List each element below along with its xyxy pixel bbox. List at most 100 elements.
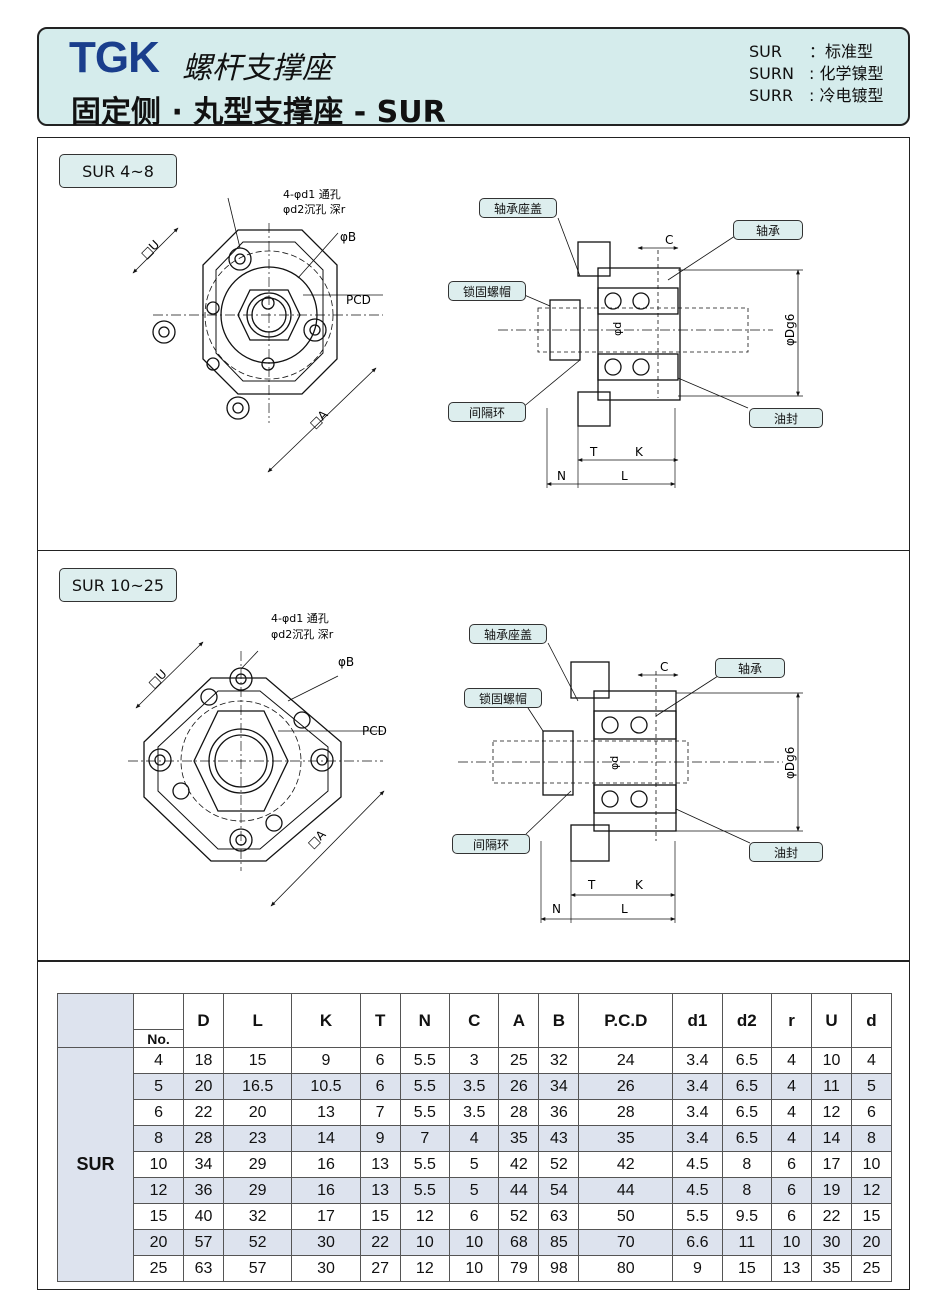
table-cell: 7 — [399, 1125, 451, 1152]
spec-table: D L K T N C A B P.C.D d1 d2 r U d No. SU… — [57, 993, 893, 1282]
size-no-cell: 6 — [132, 1099, 185, 1126]
table-cell: 17 — [811, 1151, 852, 1178]
table-cell: 5.5 — [399, 1073, 451, 1100]
table-cell: 30 — [291, 1229, 361, 1256]
table-cell: 10 — [771, 1229, 813, 1256]
dim-t: T — [587, 878, 596, 892]
table-cell: 8 — [721, 1177, 773, 1204]
table-cell: 4 — [449, 1125, 500, 1152]
table-cell: 20 — [183, 1073, 225, 1100]
table-cell: 6 — [771, 1203, 813, 1230]
table-cell: 68 — [498, 1229, 540, 1256]
table-cell: 9 — [359, 1125, 401, 1152]
size-no-cell: 20 — [132, 1229, 185, 1256]
table-cell: 5.5 — [672, 1203, 723, 1230]
table-cell: 10 — [449, 1229, 500, 1256]
table-cell: 12 — [850, 1177, 893, 1204]
table-cell: 29 — [223, 1177, 293, 1204]
technical-drawing: 4-φd1 通孔 φd2沉孔 深r φB PCD □U □A — [132, 188, 803, 488]
table-cell: 16 — [291, 1151, 361, 1178]
page-title: 固定侧 · 丸型支撑座 - SUR — [71, 95, 446, 130]
table-cell: 4 — [850, 1047, 893, 1074]
table-cell: 5 — [449, 1151, 500, 1178]
table-cell: 16 — [291, 1177, 361, 1204]
table-cell: 6.5 — [721, 1099, 773, 1126]
table-cell: 26 — [498, 1073, 540, 1100]
variant-list: SUR ：标准型 SURN : 化学镍型 SURR : 冷电镀型 — [749, 41, 883, 107]
table-cell: 35 — [578, 1125, 674, 1152]
table-cell: 6 — [771, 1151, 813, 1178]
table-cell: 8 — [850, 1125, 893, 1152]
table-cell: 63 — [538, 1203, 580, 1230]
table-cell: 5 — [850, 1073, 893, 1100]
dim-pcd: PCD — [346, 293, 371, 307]
table-cell: 34 — [183, 1151, 225, 1178]
front-view — [132, 197, 383, 473]
table-cell: 12 — [399, 1255, 451, 1282]
dim-c: C — [665, 233, 673, 247]
table-cell: 43 — [538, 1125, 580, 1152]
table-cell: 35 — [811, 1255, 852, 1282]
size-no-cell: 10 — [132, 1151, 185, 1178]
column-header: A — [498, 993, 540, 1048]
table-cell: 6 — [850, 1099, 893, 1126]
variant-code: SURR — [749, 86, 794, 105]
table-cell: 6 — [359, 1073, 401, 1100]
table-cell: 5.5 — [399, 1099, 451, 1126]
section-view — [458, 642, 803, 923]
table-cell: 10.5 — [291, 1073, 361, 1100]
table-cell: 9 — [672, 1255, 723, 1282]
table-cell: 18 — [183, 1047, 225, 1074]
table-cell: 36 — [538, 1099, 580, 1126]
model-header-cell — [57, 993, 134, 1048]
variant-desc: : 冷电镀型 — [809, 86, 884, 105]
table-cell: 36 — [183, 1177, 225, 1204]
table-cell: 19 — [811, 1177, 852, 1204]
table-cell: 4.5 — [672, 1151, 723, 1178]
table-cell: 10 — [449, 1255, 500, 1282]
table-cell: 98 — [538, 1255, 580, 1282]
table-cell: 3.4 — [672, 1099, 723, 1126]
table-cell: 4 — [771, 1125, 813, 1152]
column-header: P.C.D — [578, 993, 674, 1048]
table-cell: 13 — [771, 1255, 813, 1282]
table-cell: 25 — [498, 1047, 540, 1074]
table-cell: 35 — [498, 1125, 540, 1152]
callout-spacer: 间隔环 — [452, 834, 530, 854]
table-cell: 7 — [359, 1099, 401, 1126]
callout-cover: 轴承座盖 — [479, 198, 557, 218]
table-cell: 6 — [359, 1047, 401, 1074]
table-cell: 5.5 — [399, 1151, 451, 1178]
column-header: L — [223, 993, 293, 1048]
table-cell: 79 — [498, 1255, 540, 1282]
table-cell: 3.4 — [672, 1047, 723, 1074]
column-header: K — [291, 993, 361, 1048]
table-cell: 6 — [449, 1203, 500, 1230]
table-cell: 15 — [359, 1203, 401, 1230]
table-cell: 57 — [183, 1229, 225, 1256]
table-cell: 3.4 — [672, 1125, 723, 1152]
table-cell: 28 — [578, 1099, 674, 1126]
dim-d: φd — [608, 756, 621, 770]
table-cell: 20 — [223, 1099, 293, 1126]
table-cell: 12 — [811, 1099, 852, 1126]
table-cell: 24 — [578, 1047, 674, 1074]
dim-k: K — [635, 878, 644, 892]
column-header: N — [399, 993, 451, 1048]
table-cell: 27 — [359, 1255, 401, 1282]
table-cell: 52 — [538, 1151, 580, 1178]
table-cell: 3.4 — [672, 1073, 723, 1100]
section-view — [498, 217, 803, 488]
dim-pcd: PCD — [362, 724, 387, 738]
column-header: T — [359, 993, 401, 1048]
column-header: U — [811, 993, 852, 1048]
table-cell: 28 — [183, 1125, 225, 1152]
table-cell: 16.5 — [223, 1073, 293, 1100]
table-cell: 80 — [578, 1255, 674, 1282]
table-cell: 20 — [850, 1229, 893, 1256]
